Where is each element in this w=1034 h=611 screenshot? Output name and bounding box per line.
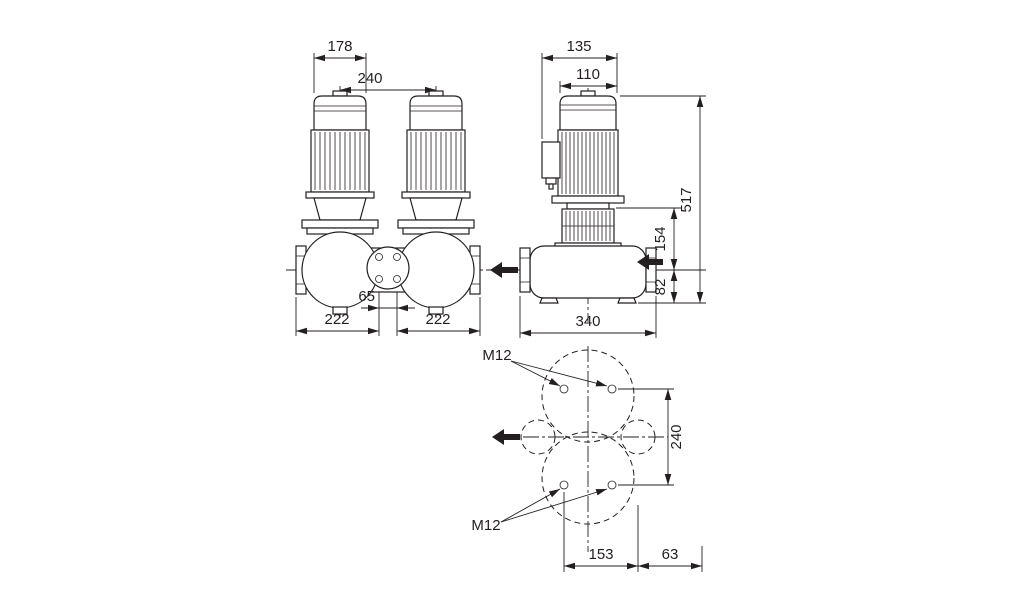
head-fins bbox=[562, 211, 614, 241]
side-view: 135 110 154 82 517 340 bbox=[490, 38, 706, 338]
footprint-right-boss bbox=[620, 419, 656, 455]
right-drain-boss bbox=[428, 306, 444, 315]
m12-top-leader-1 bbox=[510, 360, 561, 387]
lifting-lug bbox=[580, 90, 596, 97]
bottom-centerlines bbox=[498, 346, 668, 552]
bottom-dimensions: 240 153 63 bbox=[563, 388, 703, 572]
mounting-hole bbox=[607, 480, 617, 490]
cable-entry bbox=[548, 183, 554, 190]
dim-240v-label: 240 bbox=[668, 424, 685, 449]
fan-cover-slots bbox=[560, 104, 616, 111]
dim-153-63-extensions bbox=[563, 492, 703, 572]
side-dimensions: 135 110 154 82 517 340 bbox=[519, 38, 706, 338]
inlet-flange bbox=[645, 247, 657, 293]
flow-arrow-bottom-icon bbox=[492, 429, 520, 445]
left-drain-boss bbox=[332, 306, 348, 315]
front-volute bbox=[295, 231, 481, 315]
m12-bottom-label: M12 bbox=[471, 517, 500, 534]
center-flange-bolt-hole bbox=[393, 253, 401, 261]
bottom-view: M12 M12 240 153 63 bbox=[471, 346, 703, 572]
footprint-outline bbox=[520, 349, 656, 525]
m12-callout-bottom: M12 bbox=[471, 488, 608, 534]
m12-bottom-leader-1 bbox=[500, 488, 561, 523]
foot-left bbox=[539, 297, 559, 304]
dim-82-label: 82 bbox=[652, 279, 669, 296]
m12-bottom-leader-2 bbox=[500, 488, 608, 523]
mounting-holes bbox=[559, 384, 617, 490]
dim-154-label: 154 bbox=[652, 226, 669, 251]
motor-left bbox=[301, 90, 379, 235]
front-view: 178 240 65 222 222 bbox=[286, 38, 492, 336]
flange-bolt-marks bbox=[296, 255, 480, 285]
m12-top-label: M12 bbox=[482, 347, 511, 364]
flow-arrow-outlet-icon bbox=[490, 262, 518, 278]
motor-body bbox=[557, 129, 619, 197]
side-motor bbox=[541, 90, 625, 204]
head-neck bbox=[566, 202, 610, 210]
side-volute bbox=[519, 245, 657, 304]
motor-fins bbox=[561, 132, 615, 194]
mounting-hole bbox=[559, 480, 569, 490]
center-flange-bolt-hole bbox=[375, 253, 383, 261]
dim-65-label: 65 bbox=[358, 288, 375, 305]
footprint-left-boss bbox=[520, 419, 556, 455]
dim-222-right-label: 222 bbox=[425, 311, 450, 328]
foot-right bbox=[617, 297, 637, 304]
dim-178-label: 178 bbox=[327, 38, 352, 55]
mounting-hole bbox=[559, 384, 569, 394]
center-flange-bolt-hole bbox=[375, 275, 383, 283]
dim-135-label: 135 bbox=[566, 38, 591, 55]
dim-517-label: 517 bbox=[678, 187, 695, 212]
dim-63-label: 63 bbox=[662, 546, 679, 563]
footprint-bottom-lobe bbox=[541, 431, 635, 525]
footprint-top-lobe bbox=[541, 349, 635, 443]
volute-body bbox=[529, 245, 647, 299]
mounting-hole bbox=[607, 384, 617, 394]
dim-153-label: 153 bbox=[588, 546, 613, 563]
m12-top-leader-2 bbox=[510, 360, 608, 387]
motor-right bbox=[397, 90, 475, 235]
drawing-root: 178 240 65 222 222 bbox=[286, 38, 706, 572]
fan-cover bbox=[559, 95, 617, 131]
outlet-flange bbox=[519, 247, 531, 293]
m12-callout-top: M12 bbox=[482, 347, 608, 387]
dim-222-left-label: 222 bbox=[324, 311, 349, 328]
motor-flange bbox=[551, 195, 625, 204]
dim-110-label: 110 bbox=[576, 66, 600, 83]
dim-240-label: 240 bbox=[357, 70, 382, 87]
dim-65-222-extensions bbox=[295, 292, 481, 336]
center-flange-face bbox=[366, 246, 410, 290]
flange-bolt-marks bbox=[520, 257, 656, 283]
dim-340-label: 340 bbox=[575, 313, 600, 330]
vertical-dim-extensions bbox=[616, 95, 706, 304]
center-flange-bolt-hole bbox=[393, 275, 401, 283]
dim-240v-extensions bbox=[618, 388, 674, 486]
front-dimensions: 178 240 65 222 222 bbox=[295, 38, 481, 336]
flow-arrow-inlet-icon bbox=[637, 254, 663, 270]
terminal-box bbox=[541, 141, 561, 179]
cable-gland bbox=[545, 177, 557, 185]
side-pump-head bbox=[554, 202, 622, 251]
